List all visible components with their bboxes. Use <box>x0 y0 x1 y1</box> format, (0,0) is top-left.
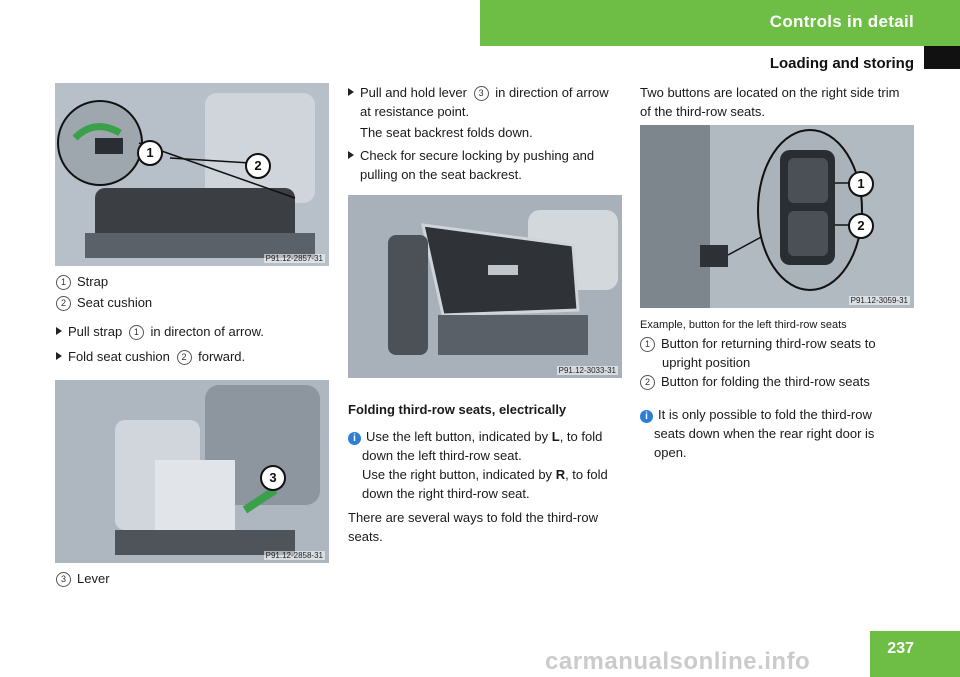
section-heading: Folding third-row seats, electrically <box>348 402 567 417</box>
callout-1: 1 <box>848 171 874 197</box>
photo-code: P91.12-2857-31 <box>263 254 325 263</box>
arrow-bullet-icon <box>348 151 354 159</box>
callout-2: 2 <box>245 153 271 179</box>
arrow-bullet-icon <box>56 352 62 360</box>
watermark: carmanualsonline.info <box>545 648 811 675</box>
photo-buttons: 1 2 P91.12-3059-31 <box>640 125 914 308</box>
arrow-bullet-icon <box>348 88 354 96</box>
info-right-button: Use the right button, indicated by R, to… <box>362 467 608 501</box>
info-icon: i <box>348 432 361 445</box>
photo-caption: Example, button for the left third-row s… <box>640 319 847 331</box>
photo-code: P91.12-3059-31 <box>848 296 910 305</box>
section-header: Controls in detail <box>480 0 960 46</box>
photo-seat-lever: 3 P91.12-2858-31 <box>55 380 329 563</box>
photo-code: P91.12-2858-31 <box>263 551 325 560</box>
step-fold-cushion: Fold seat cushion 2 forward. <box>56 347 245 366</box>
step-pull-lever: Pull and hold lever 3 in direction of ar… <box>348 83 628 121</box>
arrow-bullet-icon <box>56 327 62 335</box>
photo-seat-strap: 1 2 P91.12-2857-31 <box>55 83 329 266</box>
callout-2: 2 <box>848 213 874 239</box>
intro-paragraph: Two buttons are located on the right sid… <box>640 85 900 119</box>
callout-3: 3 <box>260 465 286 491</box>
seat-lever-illustration <box>55 380 329 563</box>
photo-folded-seat: P91.12-3033-31 <box>348 195 622 378</box>
paragraph: There are several ways to fold the third… <box>348 510 598 544</box>
step-check-locking: Check for secure locking by pushing and … <box>348 146 628 184</box>
subsection-title: Loading and storing <box>769 55 914 72</box>
seat-strap-illustration <box>55 83 329 266</box>
step-pull-strap: Pull strap 1 in directon of arrow. <box>56 322 264 341</box>
page-number: 237 <box>870 631 960 677</box>
info-icon: i <box>640 410 653 423</box>
step-result: The seat backrest folds down. <box>360 125 533 140</box>
photo-code: P91.12-3033-31 <box>556 366 618 375</box>
buttons-illustration <box>640 125 914 308</box>
callout-1: 1 <box>137 140 163 166</box>
thumb-tab <box>924 46 960 69</box>
section-title: Controls in detail <box>769 12 914 31</box>
folded-seat-illustration <box>348 195 622 378</box>
